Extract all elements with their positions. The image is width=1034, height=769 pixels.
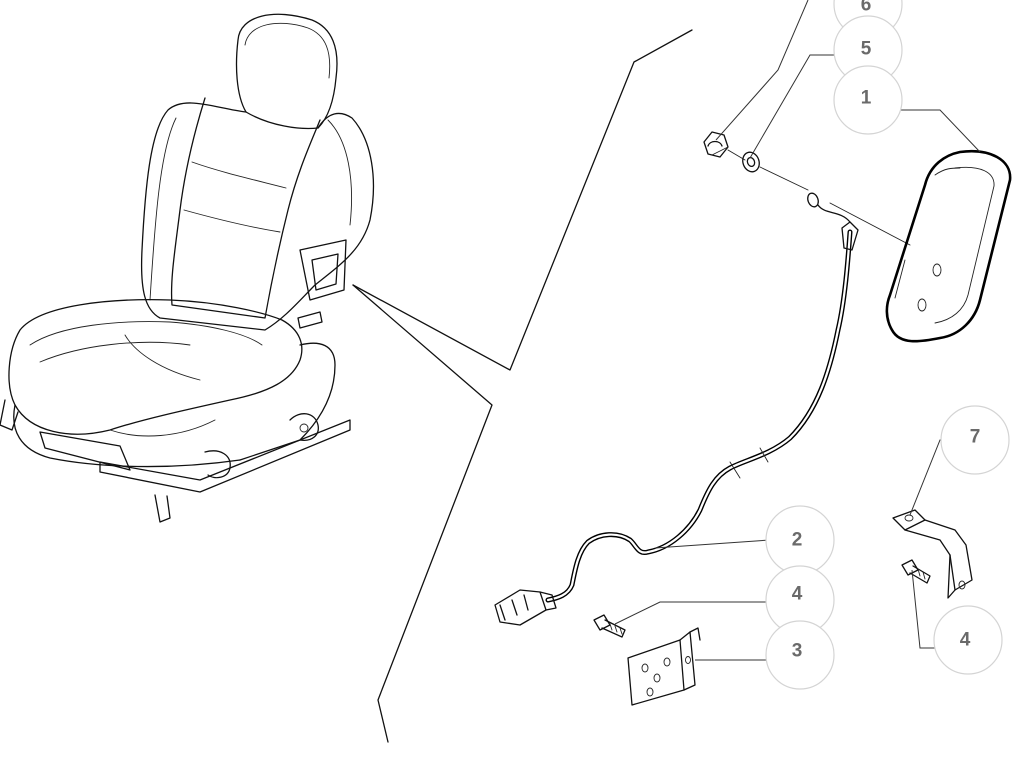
washer-part-5 — [742, 151, 760, 173]
bolt-part-4-right — [901, 559, 931, 584]
bolt-part-4-left — [593, 614, 626, 638]
callout-label: 2 — [792, 530, 803, 551]
callout-7[interactable]: 7 — [940, 405, 1010, 475]
callout-2[interactable]: 2 — [765, 505, 835, 575]
callout-label: 7 — [970, 427, 981, 448]
detail-wedge-lines — [352, 29, 693, 743]
car-seat-illustration — [0, 13, 375, 523]
callout-4-lower[interactable]: 4 — [933, 605, 1003, 675]
callout-5[interactable]: 5 — [833, 15, 903, 85]
callout-label: 4 — [792, 584, 803, 605]
callout-1[interactable]: 1 — [833, 65, 903, 135]
wiring-harness-part-2 — [494, 192, 859, 626]
callout-label: 4 — [960, 630, 971, 651]
callout-label: 1 — [861, 88, 872, 109]
callout-4-upper[interactable]: 4 — [765, 565, 835, 635]
nut-part-6 — [703, 131, 729, 158]
airbag-module-part-1 — [885, 149, 1012, 343]
assembly-axis-line — [727, 149, 911, 246]
callout-label: 3 — [792, 641, 803, 662]
callout-3[interactable]: 3 — [765, 620, 835, 690]
bracket-part-7 — [892, 509, 973, 599]
callout-label: 5 — [861, 39, 872, 60]
bracket-part-3 — [627, 627, 701, 706]
callout-label: 6 — [861, 0, 872, 16]
